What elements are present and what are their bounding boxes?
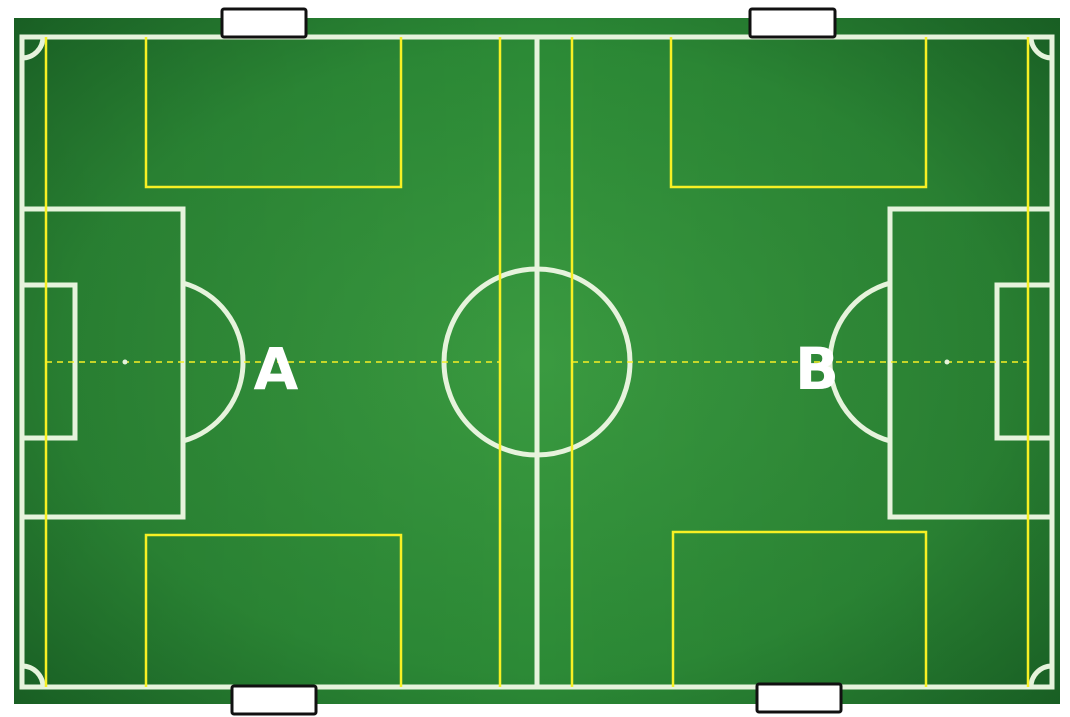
marker-top-right — [750, 9, 835, 37]
marker-bottom-right — [757, 684, 841, 712]
zone-label-a: A — [254, 335, 299, 403]
right-penalty-spot — [945, 360, 950, 365]
left-penalty-spot — [123, 360, 128, 365]
marker-bottom-left — [232, 686, 316, 714]
zone-label-b: B — [795, 335, 839, 403]
marker-top-left — [222, 9, 306, 37]
